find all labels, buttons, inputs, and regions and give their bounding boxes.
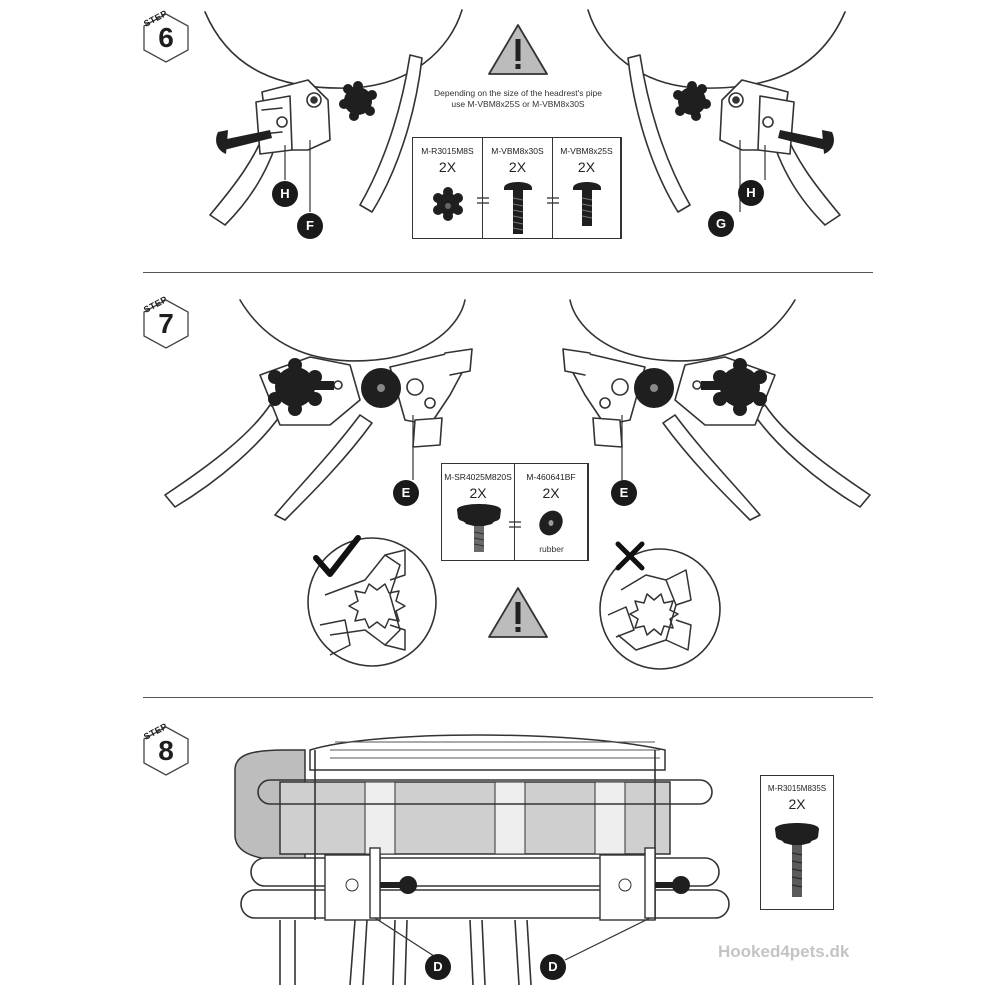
part-cell: M-460641BF 2X rubber <box>515 464 588 560</box>
part-cell: M-SR4025M820S 2X <box>442 464 515 560</box>
divider <box>143 697 873 698</box>
separator-mark <box>509 521 521 528</box>
part-qty: 2X <box>788 796 806 812</box>
step7-right-illustration <box>562 299 871 521</box>
step6-parts-box: M-R3015M8S 2X M-VBM8x30S 2X M-VBM8x25S 2… <box>412 137 622 239</box>
callout-E: E <box>611 480 637 506</box>
bolt-icon <box>503 182 532 234</box>
callout-E: E <box>393 480 419 506</box>
part-code: M-460641BF <box>526 472 576 482</box>
step-7-badge: STEP 7 <box>140 294 192 350</box>
step6-left-illustration <box>204 9 463 226</box>
part-qty: 2X <box>438 159 457 175</box>
part-qty: 2X <box>508 159 527 175</box>
wrong-detail-circle <box>599 548 721 670</box>
callout-D: D <box>540 954 566 980</box>
step7-parts-box: M-SR4025M820S 2X M-460641BF 2X rubber <box>441 463 589 561</box>
step6-right-illustration <box>587 9 846 226</box>
warning-icon <box>488 587 548 638</box>
bolt-icon <box>572 182 601 226</box>
step8-illustration <box>234 734 730 986</box>
part-code: M-R3015M835S <box>767 784 827 793</box>
step-number: 8 <box>158 735 174 766</box>
callout-H: H <box>738 180 764 206</box>
long-star-knob-bolt-icon <box>775 823 819 897</box>
rubber-note: rubber <box>539 544 564 554</box>
part-code: M-VBM8x25S <box>560 146 613 156</box>
part-qty: 2X <box>542 485 560 501</box>
headrest-pipe-note: Depending on the size of the headrest's … <box>434 88 602 109</box>
separator-mark <box>547 197 559 204</box>
part-code: M-VBM8x30S <box>491 146 544 156</box>
correct-detail-circle <box>307 537 437 667</box>
cross-icon <box>615 541 645 571</box>
star-knob-bolt-icon <box>457 504 501 552</box>
callout-G: G <box>708 211 734 237</box>
star-knob-nut-icon <box>433 187 463 221</box>
part-qty: 2X <box>577 159 596 175</box>
step7-left-illustration <box>164 299 473 521</box>
part-code: M-R3015M8S <box>421 146 474 156</box>
callout-H: H <box>272 181 298 207</box>
callout-F: F <box>297 213 323 239</box>
step-number: 7 <box>158 308 174 339</box>
part-cell: M-VBM8x25S 2X <box>553 138 621 238</box>
part-cell: M-R3015M835S 2X <box>761 776 833 909</box>
checkmark-icon <box>313 535 361 577</box>
step-6-badge: STEP 6 <box>140 8 192 64</box>
callout-D: D <box>425 954 451 980</box>
step-number: 6 <box>158 22 174 53</box>
part-qty: 2X <box>469 485 487 501</box>
step8-parts-box: M-R3015M835S 2X <box>760 775 834 910</box>
warning-icon <box>488 24 548 75</box>
part-cell: M-VBM8x30S 2X <box>483 138 553 238</box>
divider <box>143 272 873 273</box>
part-cell: M-R3015M8S 2X <box>413 138 483 238</box>
rubber-washer-icon <box>539 510 563 536</box>
step-8-badge: STEP 8 <box>140 721 192 777</box>
part-code: M-SR4025M820S <box>444 472 512 482</box>
separator-mark <box>477 197 489 204</box>
watermark: Hooked4pets.dk <box>718 942 850 961</box>
